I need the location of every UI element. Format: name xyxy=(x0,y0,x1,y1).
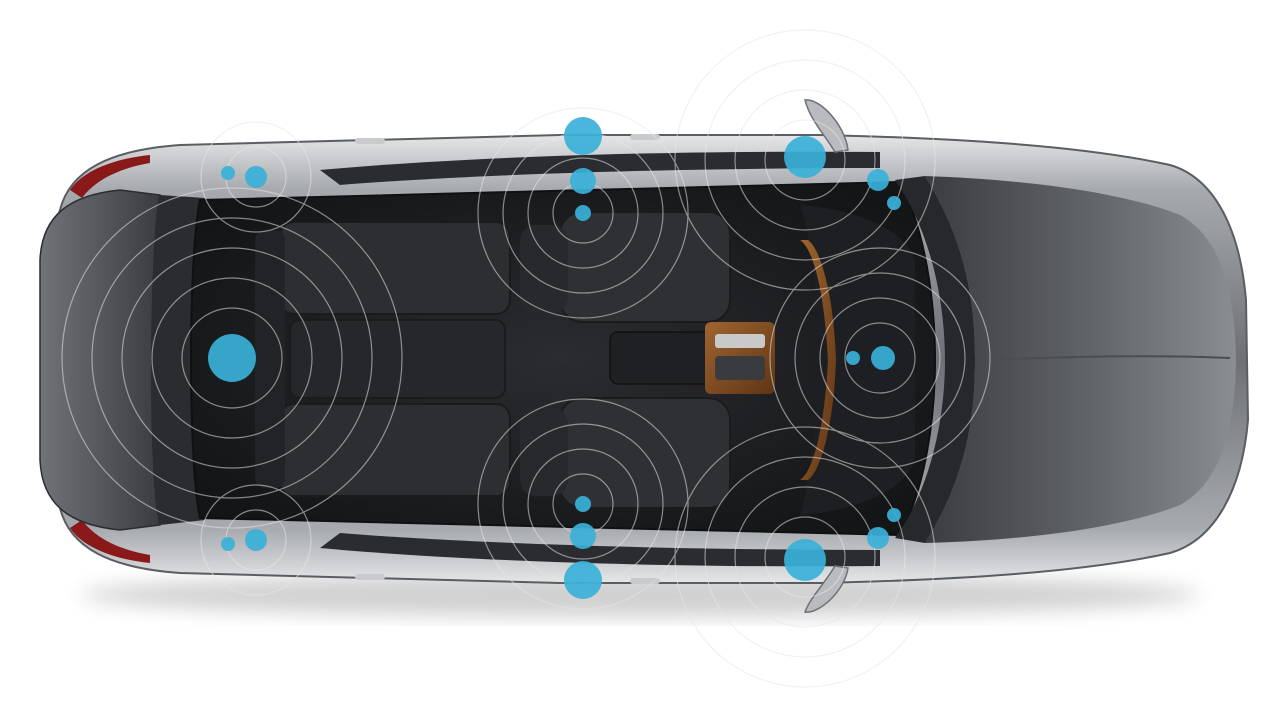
tail-light-right xyxy=(70,520,150,563)
sound-wave-ring xyxy=(477,398,689,610)
door-handle xyxy=(630,134,660,140)
side-window-top xyxy=(320,151,880,185)
speaker-dot-icon xyxy=(784,136,826,178)
speaker-dot-icon xyxy=(784,539,826,581)
door-handle xyxy=(355,574,385,580)
sound-wave-ring xyxy=(181,307,283,409)
sound-wave-ring xyxy=(794,272,966,444)
hood-crease xyxy=(989,355,1231,361)
sound-wave-ring xyxy=(734,89,876,231)
sound-wave-ring xyxy=(844,322,916,394)
speaker-dot-icon xyxy=(570,168,596,194)
center-console xyxy=(609,322,775,394)
sound-wave-ring xyxy=(734,486,876,628)
dashboard-wood-trim xyxy=(800,240,836,480)
sound-waves xyxy=(61,29,991,688)
hood xyxy=(925,176,1236,543)
car-shadow xyxy=(80,573,1200,617)
sound-wave-ring xyxy=(527,157,639,269)
side-mirror-bottom xyxy=(803,565,849,613)
sound-wave-ring xyxy=(819,297,941,419)
sound-wave-ring xyxy=(674,29,936,291)
speaker-dot-icon xyxy=(887,508,901,522)
side-window-bottom xyxy=(320,533,880,567)
speaker-dot-icon xyxy=(867,169,889,191)
sound-wave-ring xyxy=(151,277,313,439)
trunk-lid xyxy=(39,189,161,531)
sound-wave-ring xyxy=(704,59,906,261)
speaker-dot-icon xyxy=(867,527,889,549)
sound-wave-ring xyxy=(61,187,403,529)
rear-window xyxy=(151,195,205,525)
sound-wave-ring xyxy=(527,448,639,560)
door-handle xyxy=(630,578,660,584)
sound-wave-ring xyxy=(200,484,312,596)
sound-wave-ring xyxy=(121,247,343,469)
rear-seat xyxy=(255,221,511,497)
sound-wave-ring xyxy=(769,247,991,469)
sound-wave-ring xyxy=(674,426,936,688)
speaker-dot-icon xyxy=(871,346,895,370)
tail-light-left xyxy=(70,155,150,198)
speaker-dot-icon xyxy=(221,537,235,551)
sound-wave-ring xyxy=(477,107,689,319)
speaker-dot-icon xyxy=(564,561,602,599)
sound-wave-ring xyxy=(764,516,846,598)
speaker-dot-icon xyxy=(575,496,591,512)
speaker-dot-icon xyxy=(564,117,602,155)
speaker-dot-icon xyxy=(570,523,596,549)
windshield xyxy=(895,176,975,543)
speaker-dot-icon xyxy=(245,529,267,551)
sound-wave-ring xyxy=(764,119,846,201)
speaker-dot-icon xyxy=(846,351,860,365)
speaker-dot-icon xyxy=(575,205,591,221)
speaker-dot-icon xyxy=(887,196,901,210)
speaker-dot-icon xyxy=(245,166,267,188)
speaker-dot-icon xyxy=(221,166,235,180)
sound-wave-ring xyxy=(704,456,906,658)
door-handle xyxy=(355,138,385,144)
sound-wave-ring xyxy=(91,217,373,499)
speaker-dot-icon xyxy=(208,334,256,382)
sound-wave-ring xyxy=(200,121,312,233)
speakers xyxy=(208,117,901,599)
